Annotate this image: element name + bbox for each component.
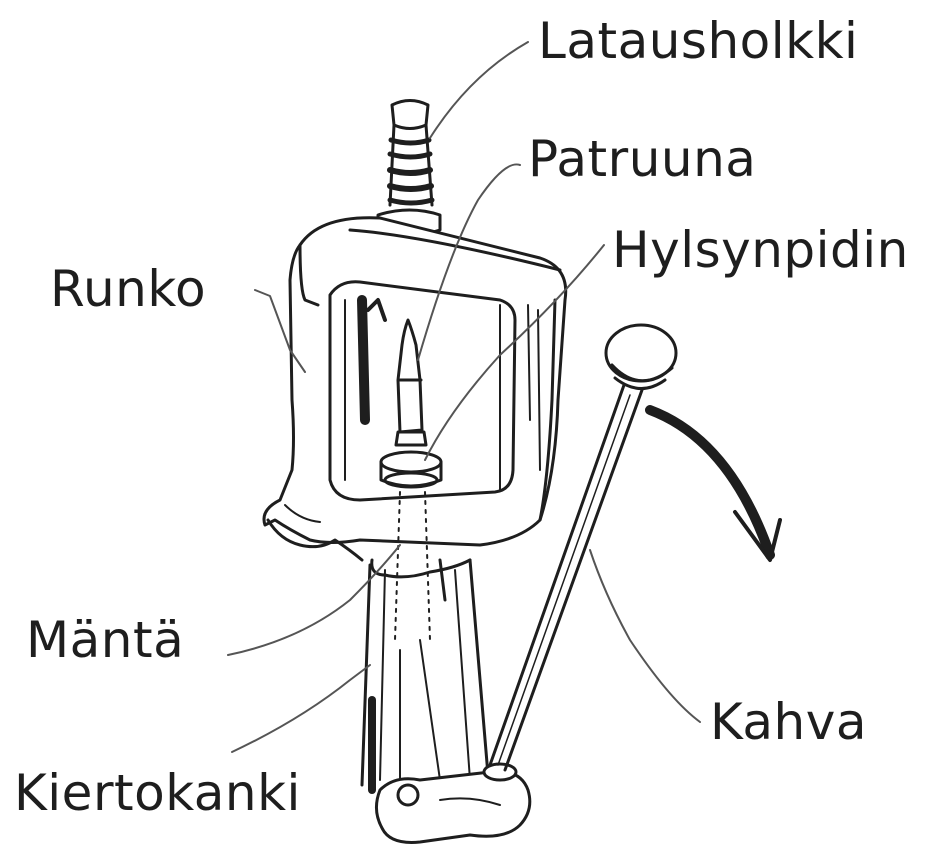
leader-kiertokanki — [232, 665, 370, 752]
label-patruuna: Patruuna — [528, 134, 756, 184]
loading-die — [378, 101, 440, 236]
label-hylsynpidin: Hylsynpidin — [612, 225, 909, 275]
label-kiertokanki: Kiertokanki — [14, 768, 301, 818]
leader-kahva — [590, 550, 700, 722]
leader-latausholkki — [430, 42, 528, 138]
label-latausholkki: Latausholkki — [538, 16, 858, 66]
motion-arrow — [650, 410, 780, 560]
leader-manta — [228, 545, 400, 655]
label-manta: Mäntä — [26, 615, 184, 665]
label-kahva: Kahva — [710, 697, 867, 747]
label-runko: Runko — [50, 264, 206, 314]
